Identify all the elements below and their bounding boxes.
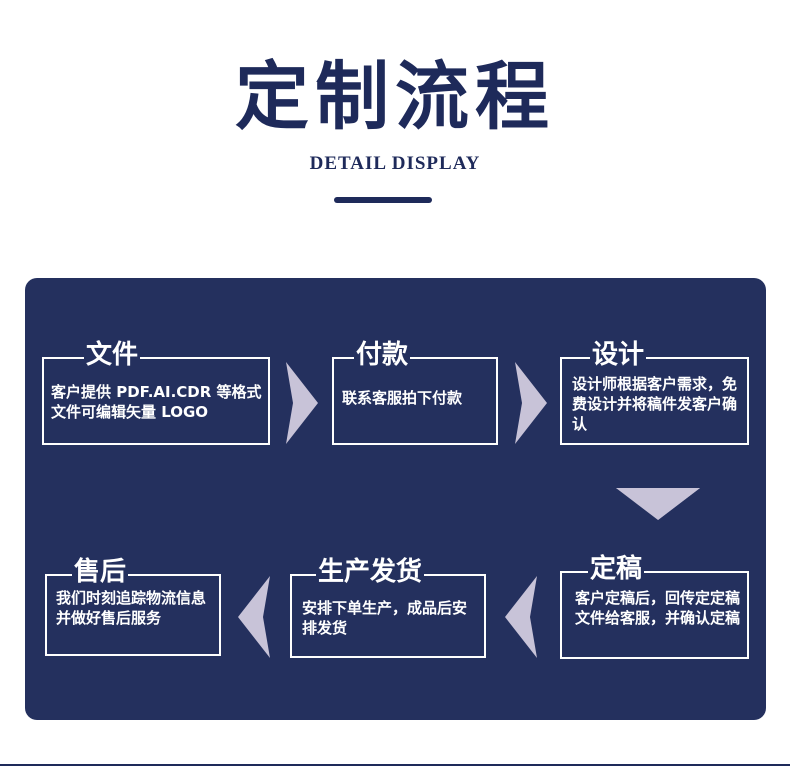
title-underline [334, 197, 432, 203]
arrow-right-icon [515, 362, 547, 444]
step-aftersales-desc: 我们时刻追踪物流信息并做好售后服务 [56, 589, 207, 627]
arrow-left-icon [505, 576, 537, 658]
bottom-divider [0, 764, 790, 766]
step-aftersales-title: 售后 [72, 556, 129, 588]
step-design-title: 设计 [590, 339, 647, 371]
step-payment-title: 付款 [354, 339, 411, 371]
step-production-desc: 安排下单生产，成品后安排发货 [302, 599, 468, 637]
step-file-box [42, 357, 270, 445]
step-finalize-desc: 客户定稿后，回传定定稿文件给客服，并确认定稿 [575, 589, 741, 627]
step-aftersales-box [45, 574, 221, 656]
step-finalize-title: 定稿 [588, 553, 645, 585]
step-production-title: 生产发货 [316, 556, 425, 588]
arrow-down-icon [616, 488, 700, 520]
page-title: 定制流程 [235, 54, 555, 140]
step-payment-box [332, 357, 498, 445]
step-finalize-box [560, 571, 749, 659]
step-design-box [560, 357, 749, 445]
step-payment-desc: 联系客服拍下付款 [342, 389, 463, 407]
step-file-title: 文件 [84, 339, 141, 371]
arrow-left-icon [238, 576, 270, 658]
arrow-right-icon [286, 362, 318, 444]
step-design-desc: 设计师根据客户需求，免费设计并将稿件发客户确认 [572, 375, 738, 433]
step-file-desc: 客户提供 PDF.AI.CDR 等格式文件可编辑矢量 LOGO [51, 383, 262, 421]
page-subtitle: DETAIL DISPLAY [309, 153, 481, 174]
